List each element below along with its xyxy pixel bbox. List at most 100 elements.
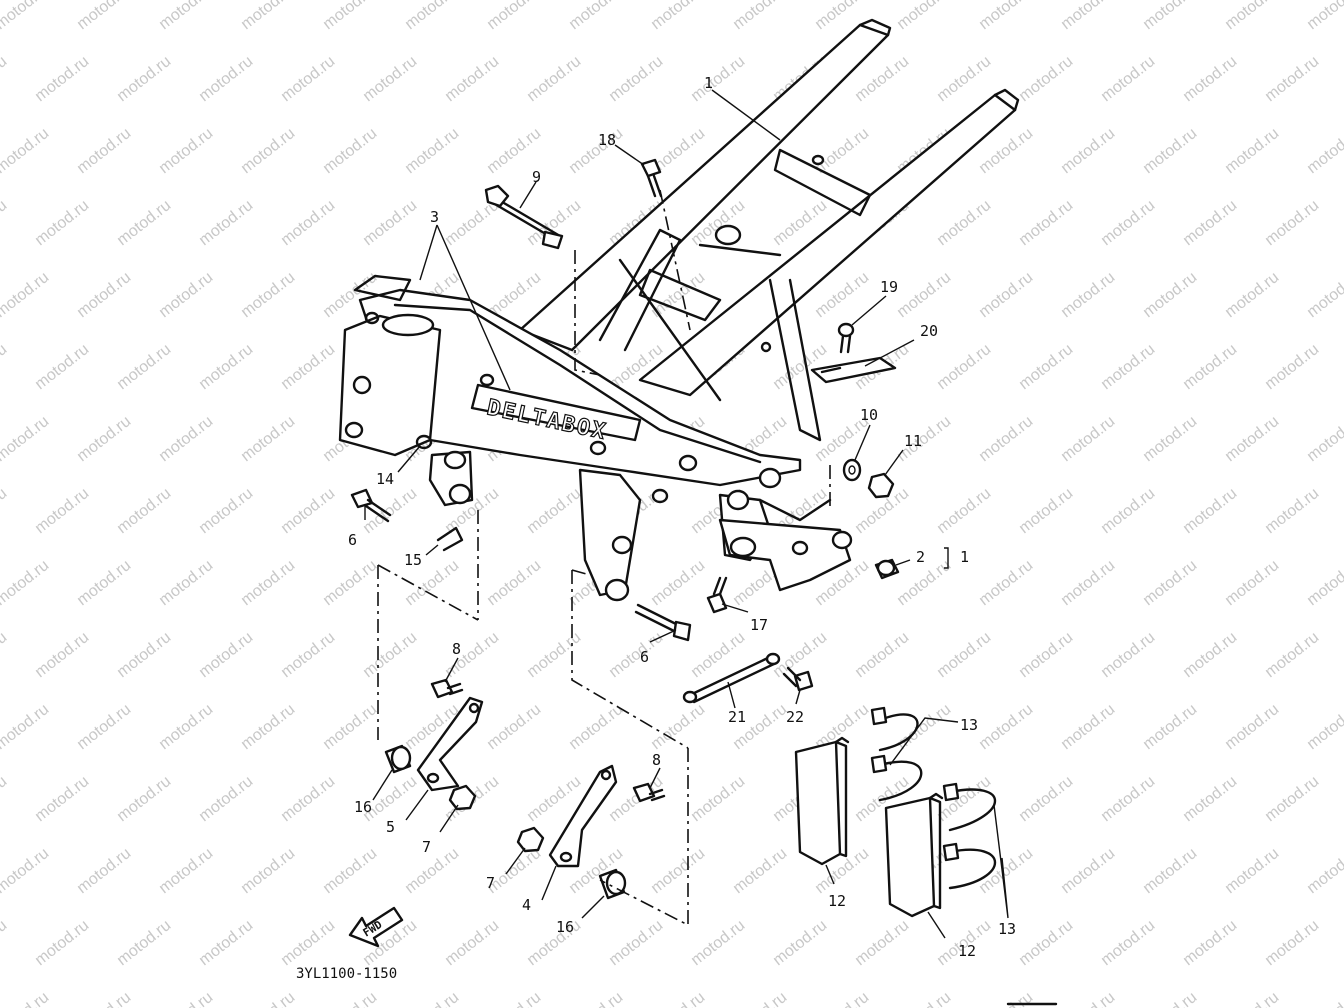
watermark-text: motod.ru <box>0 989 52 1008</box>
part-nut-7-left[interactable] <box>448 784 477 811</box>
watermark-text: motod.ru <box>648 701 708 753</box>
part-collar-2[interactable] <box>874 558 900 580</box>
watermark-text: motod.ru <box>1098 53 1158 105</box>
drawing-code: 3YL1100-1150 <box>296 966 397 982</box>
watermark-text: motod.ru <box>894 989 954 1008</box>
part-clip-15[interactable] <box>436 526 464 552</box>
watermark-text: motod.ru <box>114 917 174 969</box>
callout-20: 20 <box>920 322 938 340</box>
part-bolt-17[interactable] <box>706 576 728 614</box>
watermark-text: motod.ru <box>1016 917 1076 969</box>
part-cover-12-left[interactable] <box>794 736 850 866</box>
watermark-text: motod.ru <box>894 701 954 753</box>
watermark-text: motod.ru <box>278 773 338 825</box>
watermark-text: motod.ru <box>934 53 994 105</box>
watermark-text: motod.ru <box>648 0 708 33</box>
callout-10: 10 <box>860 406 878 424</box>
watermark-text: motod.ru <box>114 773 174 825</box>
watermark-text: motod.ru <box>934 197 994 249</box>
callout-18: 18 <box>598 131 616 149</box>
watermark-text: motod.ru <box>688 917 748 969</box>
callout-12-right: 12 <box>958 942 976 960</box>
watermark-text: motod.ru <box>976 701 1036 753</box>
watermark-text: motod.ru <box>238 557 298 609</box>
watermark-text: motod.ru <box>1058 125 1118 177</box>
callout-12-left: 12 <box>828 892 846 910</box>
watermark-text: motod.ru <box>484 989 544 1008</box>
part-bolt-22[interactable] <box>782 666 814 692</box>
watermark-text: motod.ru <box>74 701 134 753</box>
watermark-text: motod.ru <box>688 629 748 681</box>
part-nut-11[interactable] <box>867 472 895 499</box>
callout-16-right: 16 <box>556 918 574 936</box>
watermark-text: motod.ru <box>156 413 216 465</box>
watermark-text: motod.ru <box>32 773 92 825</box>
main-frame[interactable]: DELTABOX <box>338 18 1020 602</box>
watermark-text: motod.ru <box>156 125 216 177</box>
watermark-text: motod.ru <box>1304 0 1344 33</box>
watermark-text: motod.ru <box>730 845 790 897</box>
watermark-text: motod.ru <box>32 197 92 249</box>
watermark-text: motod.ru <box>1058 845 1118 897</box>
watermark-text: motod.ru <box>1222 125 1282 177</box>
watermark-text: motod.ru <box>852 629 912 681</box>
part-rubber-16-right[interactable] <box>598 868 627 900</box>
watermark-text: motod.ru <box>0 773 10 825</box>
watermark-text: motod.ru <box>1180 485 1240 537</box>
watermark-text: motod.ru <box>238 845 298 897</box>
watermark-text: motod.ru <box>1140 557 1200 609</box>
watermark-text: motod.ru <box>484 701 544 753</box>
watermark-text: motod.ru <box>688 773 748 825</box>
part-long-bolt[interactable] <box>484 184 564 250</box>
watermark-text: motod.ru <box>32 485 92 537</box>
watermark-text: motod.ru <box>196 341 256 393</box>
watermark-text: motod.ru <box>1058 557 1118 609</box>
part-washer-10[interactable] <box>842 458 862 482</box>
watermark-text: motod.ru <box>0 197 10 249</box>
watermark-text: motod.ru <box>1016 341 1076 393</box>
part-bracket-4[interactable] <box>548 764 618 868</box>
assembly-lines <box>377 189 831 927</box>
part-screw-19[interactable] <box>837 322 855 354</box>
part-plate-20[interactable] <box>810 356 897 384</box>
part-nut-7-right[interactable] <box>516 826 545 853</box>
watermark-text: motod.ru <box>934 629 994 681</box>
watermark-text: motod.ru <box>360 197 420 249</box>
watermark-text: motod.ru <box>238 269 298 321</box>
callout-6-right: 6 <box>640 648 649 666</box>
watermark-text: motod.ru <box>1262 917 1322 969</box>
watermark-text: motod.ru <box>320 701 380 753</box>
part-bolt-6-right[interactable] <box>634 603 692 642</box>
part-strap-13-upper[interactable] <box>870 706 923 802</box>
watermark-text: motod.ru <box>156 269 216 321</box>
callout-9: 9 <box>532 168 541 186</box>
watermark-text: motod.ru <box>730 989 790 1008</box>
watermark-text: motod.ru <box>1304 125 1344 177</box>
watermark-text: motod.ru <box>0 845 52 897</box>
part-bolt-6-left[interactable] <box>350 488 392 523</box>
part-cover-12-right[interactable] <box>884 792 944 918</box>
part-bolt-8-right[interactable] <box>632 782 666 803</box>
watermark-text: motod.ru <box>566 701 626 753</box>
watermark-text: motod.ru <box>1222 701 1282 753</box>
part-strap-13-lower[interactable] <box>942 782 996 890</box>
watermark-text: motod.ru <box>114 485 174 537</box>
part-bolt-8-left[interactable] <box>430 678 464 699</box>
watermark-text: motod.ru <box>1180 197 1240 249</box>
callout-13-upper: 13 <box>960 716 978 734</box>
part-bolt-18[interactable] <box>640 158 663 198</box>
assembly-bracket-label: 1 <box>960 548 969 566</box>
watermark-text: motod.ru <box>1222 269 1282 321</box>
watermark-text: motod.ru <box>0 413 52 465</box>
watermark-text: motod.ru <box>238 413 298 465</box>
watermark-text: motod.ru <box>0 53 10 105</box>
watermark-text: motod.ru <box>0 485 10 537</box>
watermark-text: motod.ru <box>402 845 462 897</box>
part-rubber-16-left[interactable] <box>384 744 412 774</box>
part-rod-21[interactable] <box>682 652 781 704</box>
watermark-text: motod.ru <box>0 269 52 321</box>
callout-22: 22 <box>786 708 804 726</box>
watermark-text: motod.ru <box>484 557 544 609</box>
part-bracket-5[interactable] <box>416 696 484 792</box>
watermark-text: motod.ru <box>606 53 666 105</box>
